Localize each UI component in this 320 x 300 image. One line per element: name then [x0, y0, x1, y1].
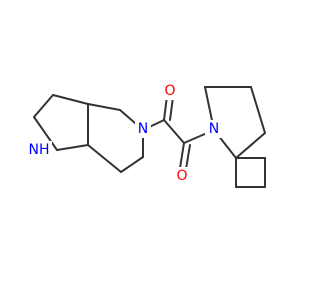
- bond: [120, 156, 144, 173]
- bond: [56, 144, 89, 151]
- molecule-structure: O O N N NH: [26, 82, 266, 188]
- bond: [87, 144, 122, 173]
- atom-label: N: [209, 121, 219, 137]
- atom-label: N: [138, 121, 148, 137]
- bond: [179, 142, 185, 169]
- bond: [185, 144, 191, 170]
- bond: [87, 103, 121, 111]
- bond: [250, 86, 266, 134]
- atom-label: O: [176, 168, 187, 184]
- bond: [33, 94, 54, 118]
- bond: [169, 96, 174, 121]
- atom-label: O: [164, 83, 175, 99]
- atom-layer: O O N N NH: [26, 82, 223, 185]
- bond: [235, 132, 266, 159]
- nitrogen-atom-nh: NH: [26, 141, 52, 159]
- atom-label: NH: [29, 142, 50, 158]
- nitrogen-atom-spiro: N: [205, 120, 223, 138]
- oxygen-atom-top: O: [161, 82, 177, 100]
- bond: [52, 94, 89, 105]
- bond: [33, 116, 58, 151]
- oxygen-atom-bottom: O: [173, 167, 189, 185]
- nitrogen-atom-piperidine: N: [135, 120, 151, 138]
- bond: [163, 119, 185, 144]
